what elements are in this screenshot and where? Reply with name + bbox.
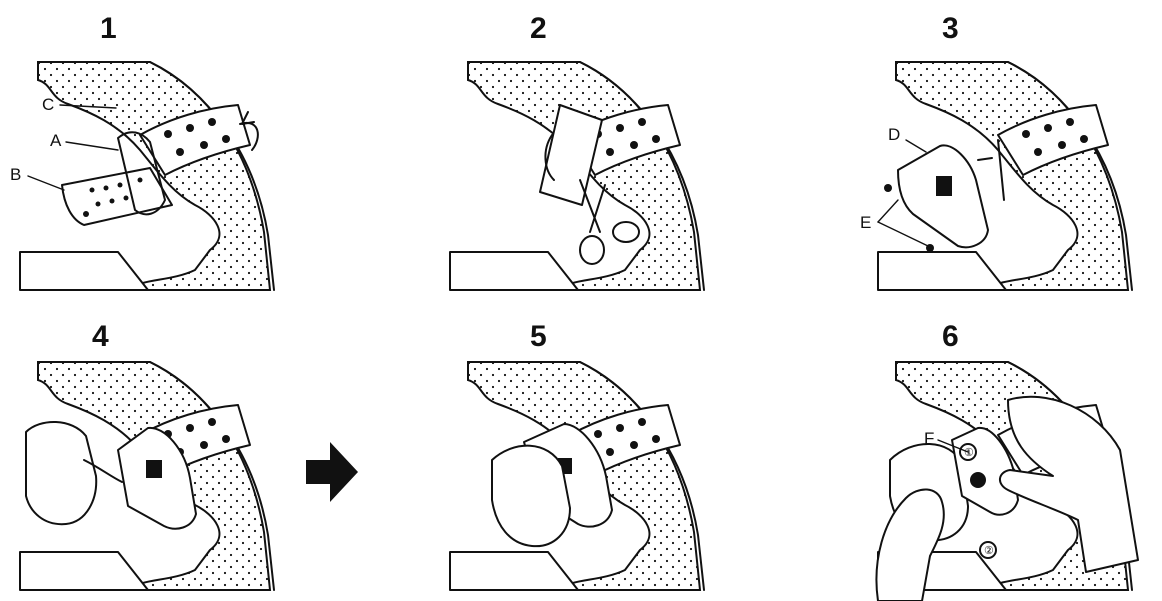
step-4-panel: 4: [19, 320, 275, 591]
right-arrow-icon: [306, 442, 358, 502]
hand-icon: [875, 488, 945, 601]
step-number: 1: [100, 12, 117, 45]
step-3-panel: 3 D E: [860, 12, 1133, 291]
scissors-icon: [579, 179, 640, 265]
step-number: 5: [530, 320, 547, 353]
step-number: 3: [942, 12, 959, 45]
step-number: 6: [942, 320, 959, 353]
callout-label: F: [924, 429, 934, 448]
device-body: [897, 144, 989, 249]
mounting-plate: [61, 167, 173, 226]
step-1-panel: 1 C A B: [10, 12, 275, 291]
hand-icon: [999, 395, 1139, 573]
device-connector: [936, 176, 952, 196]
callout-label: A: [50, 131, 62, 150]
step-marker: ②: [984, 545, 994, 557]
device-body: [117, 426, 197, 530]
callout-label: E: [860, 213, 871, 232]
step-2-panel: 2: [449, 12, 705, 291]
device-cover: [25, 420, 98, 526]
callout-label: C: [42, 95, 54, 114]
callout-label: B: [10, 165, 21, 184]
step-6-panel: 6 F ① ②: [875, 320, 1139, 601]
callout-label: D: [888, 125, 900, 144]
device-cover: [491, 444, 571, 548]
step-5-panel: 5: [449, 320, 705, 591]
step-marker: ①: [964, 447, 974, 459]
plate-holes: [83, 177, 143, 217]
step-number: 2: [530, 12, 547, 45]
step-number: 4: [92, 320, 109, 353]
bracket: [117, 131, 166, 216]
